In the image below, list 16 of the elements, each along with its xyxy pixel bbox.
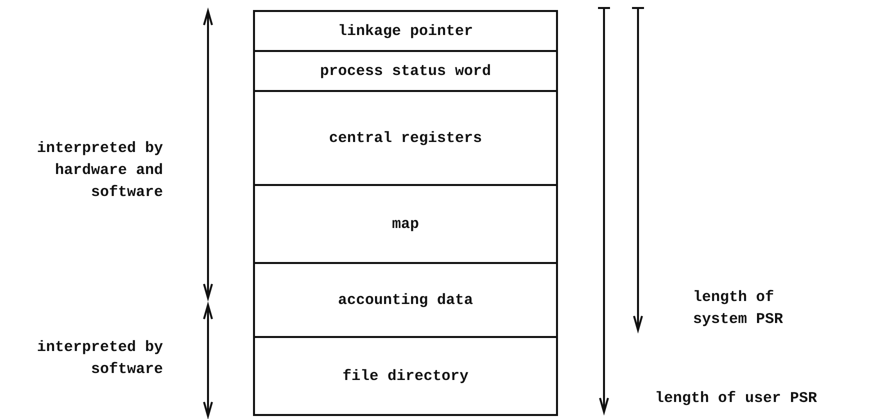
table-row <box>253 184 558 264</box>
annotation: length of user PSR <box>655 389 818 409</box>
row-label: central registers <box>328 130 482 146</box>
row-label: process status word <box>320 62 492 80</box>
row-label: accounting data <box>338 292 474 308</box>
table-row <box>253 262 558 338</box>
table-row <box>253 336 558 416</box>
row-label: map <box>392 216 419 232</box>
annotation: interpreted by software <box>36 338 163 380</box>
table-row <box>253 50 558 92</box>
table-row <box>253 10 558 52</box>
row-label: file directory <box>342 368 469 384</box>
table-row <box>253 90 558 186</box>
annotation: interpreted by hardware and software <box>36 139 163 203</box>
annotation: length of system PSR <box>693 288 784 330</box>
row-label: linkage pointer <box>338 22 474 40</box>
